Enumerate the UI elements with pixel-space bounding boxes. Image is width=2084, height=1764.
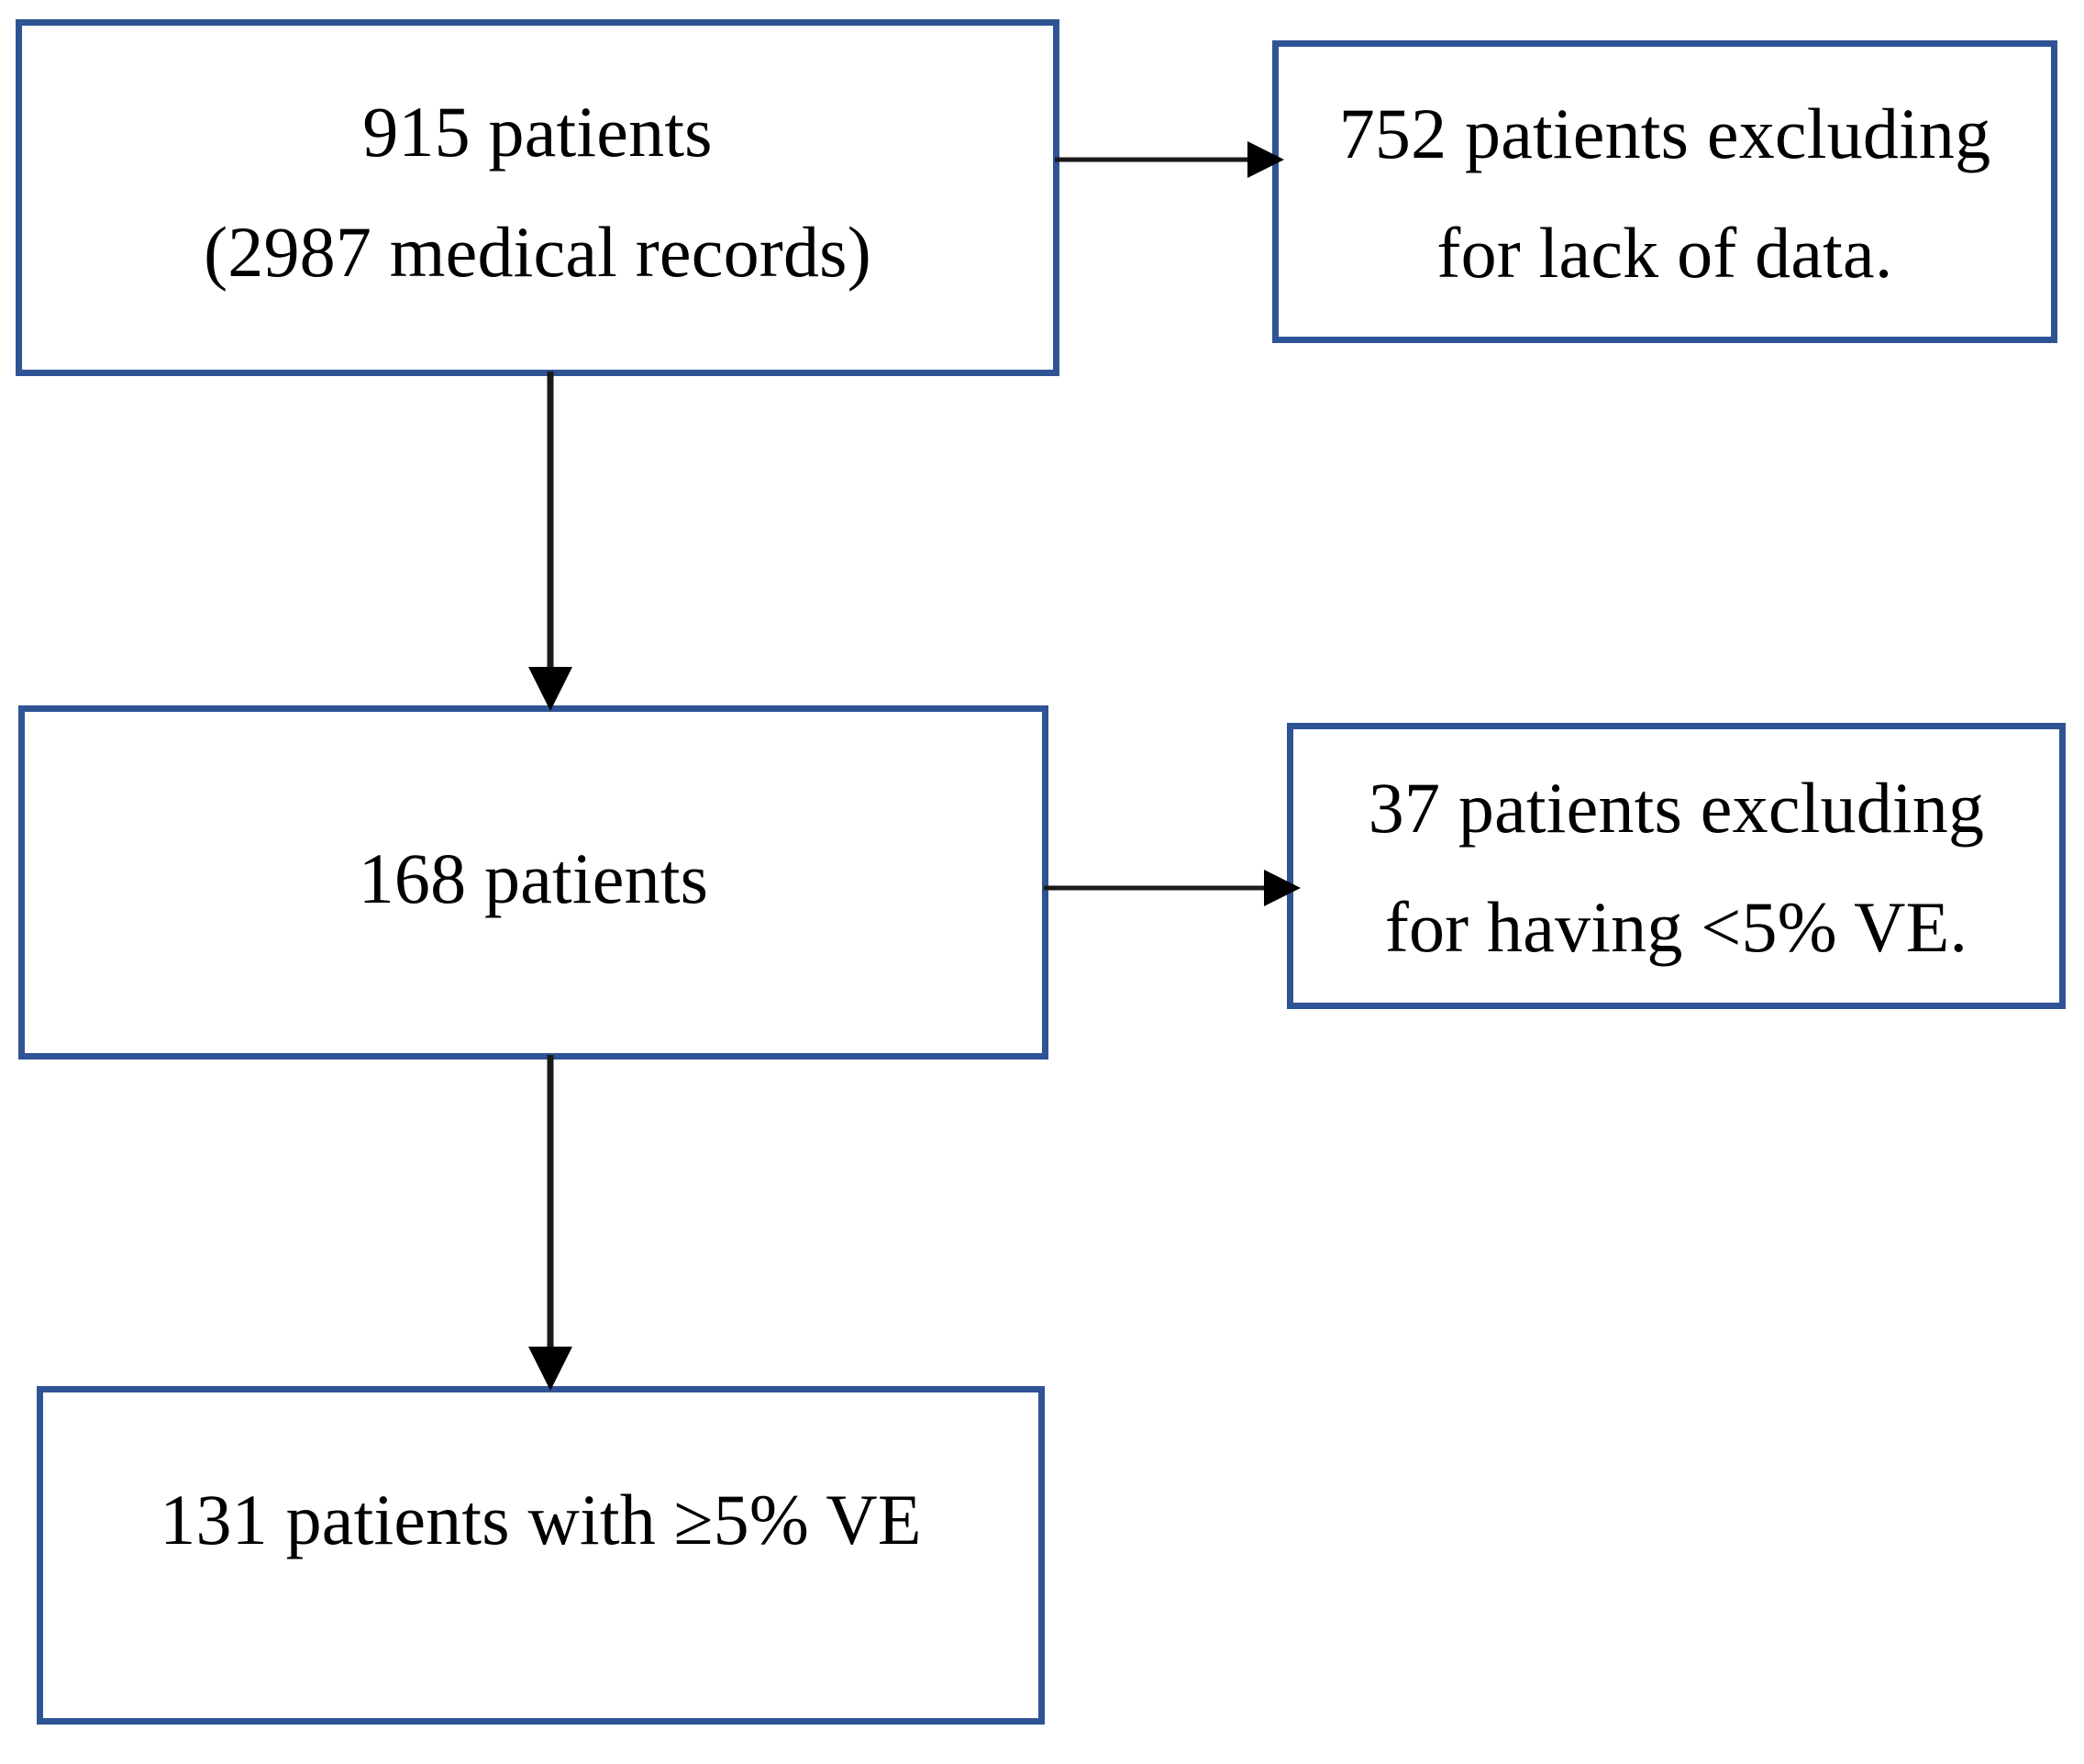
source-cohort-line-2: (2987 medical records)	[204, 211, 871, 292]
final-cohort-line-1: 131 patients with ≥5% VE	[160, 1480, 922, 1560]
excluded-lack-of-data-box: 752 patients excluding for lack of data.	[1272, 40, 2057, 343]
source-cohort-text: 915 patients (2987 medical records)	[22, 92, 1053, 292]
excluded-lack-of-data-line-1: 752 patients excluding	[1338, 93, 1991, 173]
arrow-eligible-to-final	[528, 1055, 572, 1391]
arrow-source-to-eligible	[528, 372, 572, 711]
source-cohort-line-1: 915 patients	[362, 92, 713, 172]
eligible-cohort-text: 168 patients	[25, 838, 1042, 918]
excluded-lack-of-data-line-2: for lack of data.	[1436, 213, 1893, 293]
arrow-eligible-to-excluded-low-ve	[1044, 870, 1301, 906]
excluded-low-ve-text: 37 patients excluding for having <5% VE.	[1293, 767, 2059, 967]
eligible-cohort-line-1: 168 patients	[358, 838, 709, 918]
excluded-low-ve-box: 37 patients excluding for having <5% VE.	[1287, 723, 2066, 1009]
arrow-source-to-excluded-lack-of-data	[1055, 141, 1284, 178]
excluded-lack-of-data-text: 752 patients excluding for lack of data.	[1279, 93, 2051, 293]
final-cohort-box: 131 patients with ≥5% VE	[37, 1386, 1045, 1725]
excluded-low-ve-line-2: for having <5% VE.	[1384, 887, 1968, 967]
source-cohort-box: 915 patients (2987 medical records)	[16, 19, 1059, 376]
excluded-low-ve-line-1: 37 patients excluding	[1368, 767, 1985, 848]
final-cohort-text: 131 patients with ≥5% VE	[43, 1481, 1038, 1559]
eligible-cohort-box: 168 patients	[18, 705, 1048, 1060]
